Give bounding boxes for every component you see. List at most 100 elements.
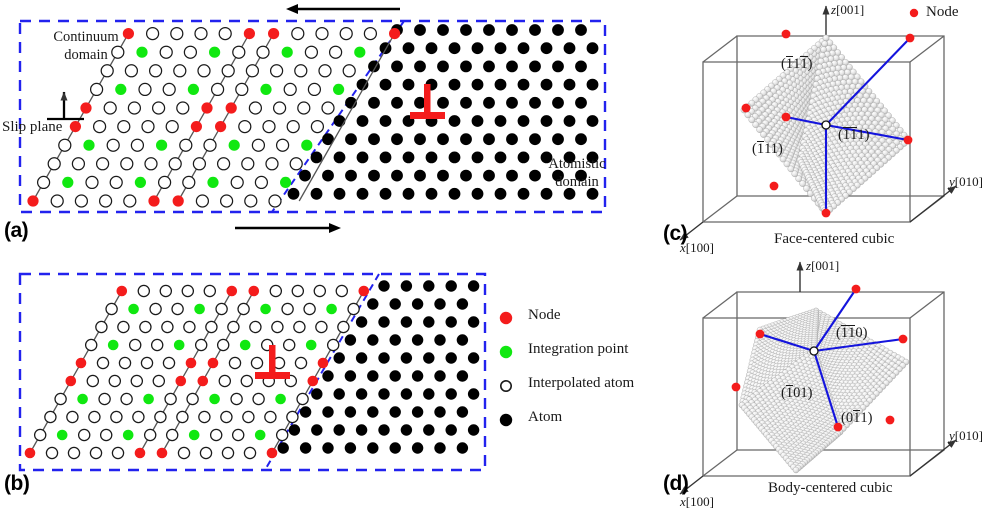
- integration-point: [301, 139, 313, 151]
- interpolated-atom: [231, 428, 245, 442]
- atom: [367, 442, 379, 454]
- nodes-c: [741, 29, 915, 218]
- atom: [367, 298, 379, 310]
- interpolated-atom: [218, 26, 232, 41]
- node: [898, 334, 908, 344]
- octahedron-c: [740, 34, 912, 217]
- interpolated-atom: [74, 194, 89, 208]
- atom: [437, 60, 449, 73]
- lattice-sphere: [760, 131, 767, 138]
- interpolated-atom: [157, 175, 172, 190]
- interpolated-atom: [275, 428, 289, 442]
- atom: [379, 115, 392, 127]
- atom: [483, 96, 495, 109]
- integration-point: [275, 393, 286, 405]
- interpolated-atom: [250, 356, 264, 370]
- interpolated-atom: [98, 392, 111, 406]
- integration-point: [115, 83, 127, 95]
- atom: [586, 187, 599, 200]
- interpolated-atom: [186, 392, 199, 406]
- integration-point: [280, 176, 292, 188]
- interpolated-atom: [170, 26, 184, 41]
- integration-point: [305, 339, 317, 351]
- x-axis-label-d: x[100]: [680, 494, 714, 509]
- interpolated-atom: [294, 64, 308, 78]
- interpolated-atom: [286, 410, 299, 424]
- interpolated-atom: [89, 446, 103, 460]
- interpolated-atom: [269, 284, 283, 298]
- atom: [299, 406, 312, 418]
- atom: [448, 187, 461, 200]
- node: [65, 375, 77, 387]
- legend-marker-atom: [499, 413, 513, 427]
- atom: [575, 24, 587, 36]
- interpolated-atom: [339, 26, 353, 41]
- atom: [575, 96, 587, 109]
- atom: [322, 370, 334, 382]
- atom: [529, 169, 541, 182]
- mesh-line: [153, 33, 250, 202]
- atom: [389, 370, 401, 382]
- interpolated-atom: [297, 101, 311, 115]
- atom: [517, 151, 530, 164]
- interpolated-atom: [165, 428, 179, 442]
- atom: [494, 42, 507, 55]
- atom: [423, 316, 435, 328]
- interpolated-atom: [117, 119, 131, 134]
- atom: [563, 115, 576, 127]
- atom: [425, 42, 438, 55]
- miller-index-d-3: (011): [841, 410, 873, 426]
- atom: [389, 406, 401, 418]
- atom: [552, 60, 564, 73]
- interpolated-atom: [289, 157, 303, 171]
- miller-index-d-2: (101): [781, 385, 813, 401]
- atom: [411, 406, 424, 418]
- interpolated-atom: [245, 64, 260, 78]
- interpolated-atom: [124, 64, 139, 78]
- domain-box-a: [18, 19, 607, 214]
- atom: [517, 115, 530, 127]
- node: [197, 375, 209, 387]
- interpolated-atom: [241, 157, 255, 171]
- node: [833, 422, 843, 432]
- interpolated-atom: [296, 392, 309, 406]
- interpolated-atom: [291, 26, 305, 41]
- interpolated-atom: [130, 138, 145, 152]
- bond-line: [825, 123, 909, 142]
- interpolated-atom: [168, 157, 182, 171]
- legend-marker-node: [499, 311, 513, 325]
- panel-label-d: (d): [663, 472, 689, 495]
- atom: [517, 187, 530, 200]
- interpolated-atom: [219, 194, 234, 208]
- atom: [467, 316, 480, 328]
- panel-d: [679, 261, 957, 495]
- atom: [414, 169, 426, 182]
- interpolated-atom: [328, 45, 343, 59]
- mesh-lines-b: [29, 290, 365, 454]
- mesh-lines-a: [32, 33, 396, 202]
- interpolated-atom: [162, 82, 176, 97]
- legend-node-marker-c: [909, 8, 919, 18]
- atom: [355, 352, 368, 364]
- interpolated-atom: [275, 138, 290, 152]
- interpolated-atom: [237, 302, 250, 316]
- atom: [483, 133, 495, 146]
- atom: [322, 133, 334, 146]
- interpolated-atom: [177, 446, 191, 460]
- interpolated-atom: [249, 320, 262, 334]
- integration-point: [77, 393, 88, 405]
- interpolated-atom: [242, 410, 255, 424]
- atom: [460, 133, 472, 146]
- legend-label-interpolated-atom: Interpolated atom: [528, 375, 635, 391]
- interpolated-atom: [326, 338, 340, 352]
- node: [27, 195, 39, 207]
- legend-markers: [499, 311, 513, 427]
- panel-label-c: (c): [663, 222, 688, 245]
- atom: [552, 96, 564, 109]
- atom: [586, 42, 599, 55]
- interpolated-atom: [307, 82, 322, 97]
- atom: [471, 42, 484, 55]
- integration-point: [209, 393, 220, 405]
- atom: [529, 60, 541, 73]
- interpolated-atom: [315, 26, 329, 41]
